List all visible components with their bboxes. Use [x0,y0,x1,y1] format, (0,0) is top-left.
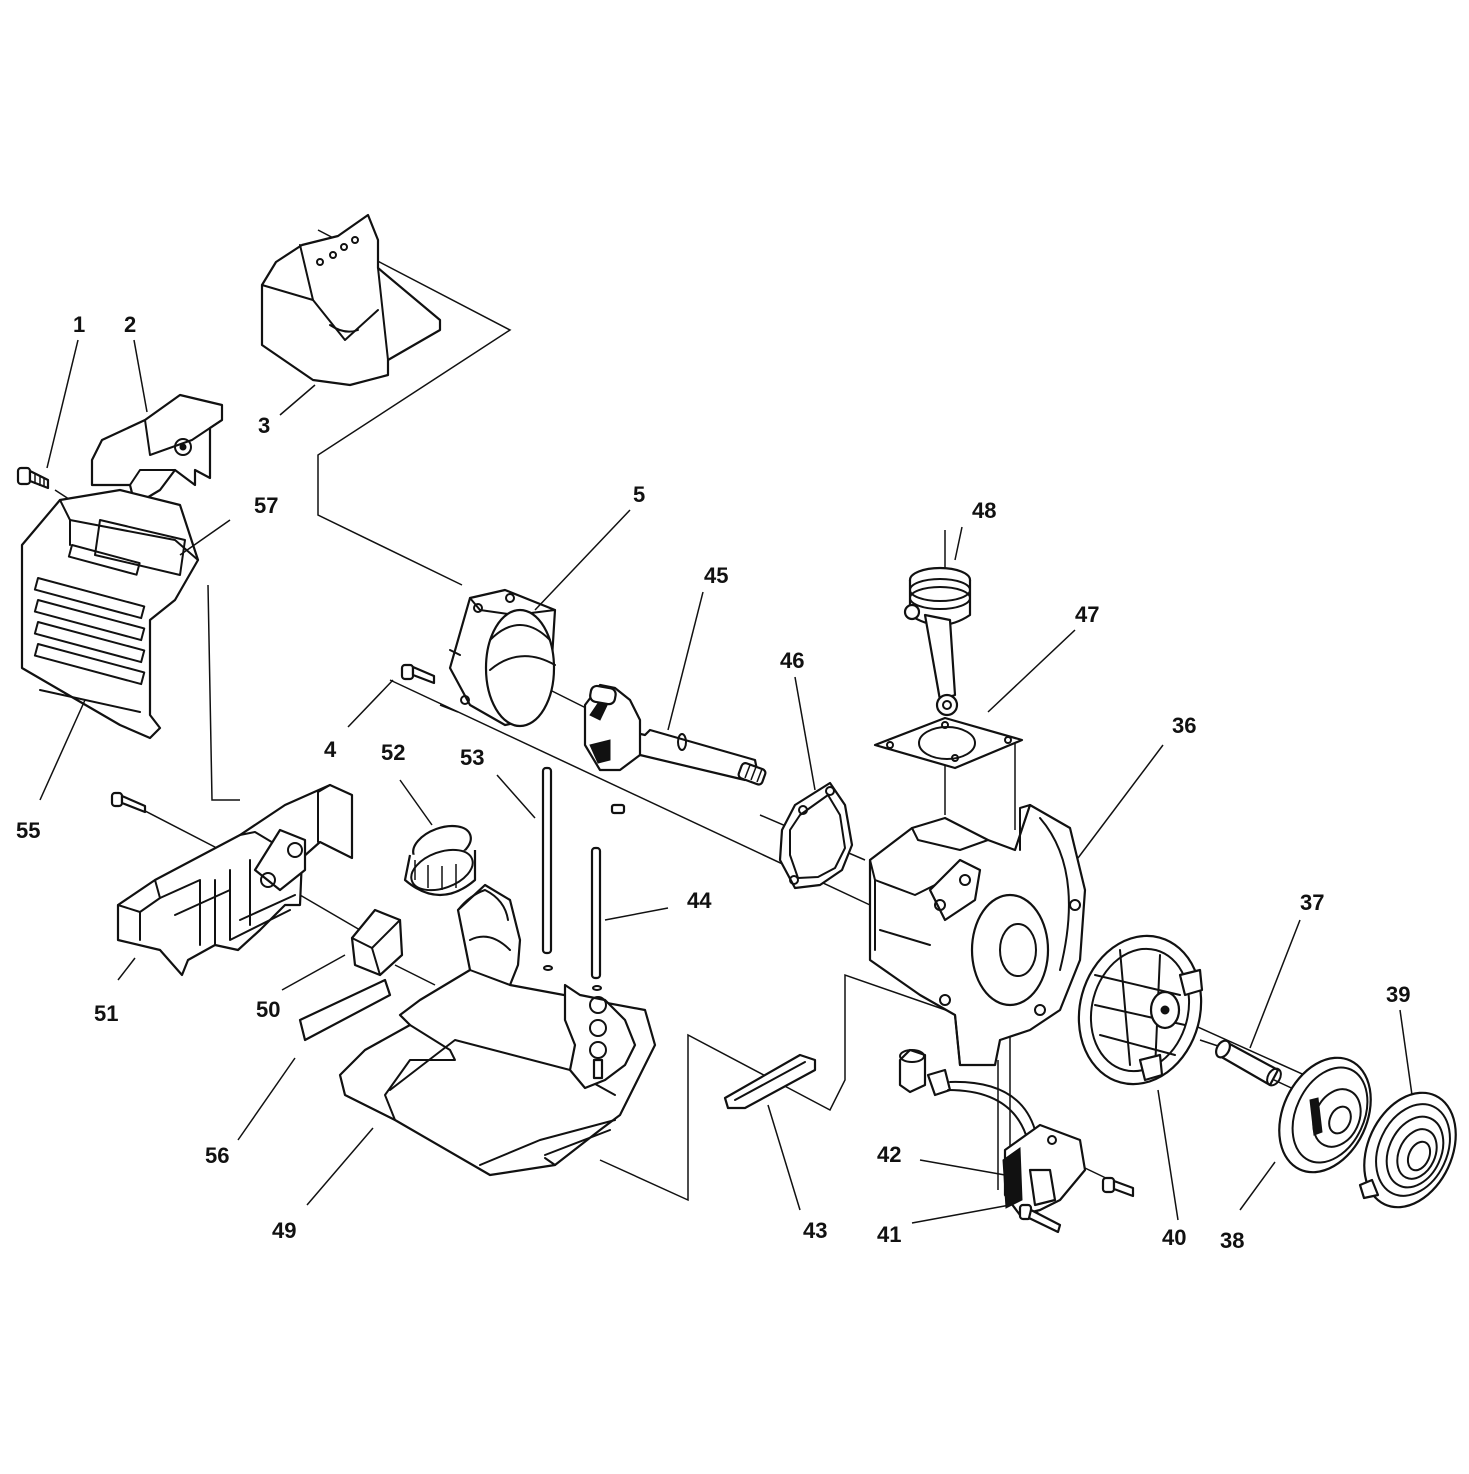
callout-1: 1 [73,312,85,337]
decal-part-57 [94,519,186,576]
callout-5: 5 [633,482,645,507]
front-cover-part-55 [20,488,200,740]
callout-47: 47 [1075,602,1099,627]
cap-part-52 [403,824,477,897]
callout-44: 44 [687,888,712,913]
screw-part-1 [16,466,50,490]
callout-43: 43 [803,1218,827,1243]
piston-part-48 [903,566,972,717]
assembly-guide-lines [54,229,1361,1226]
callout-52: 52 [381,740,405,765]
callout-39: 39 [1386,982,1410,1007]
callout-45: 45 [704,563,728,588]
crankcase-part-36 [868,803,1087,1067]
spacer-part-37 [1215,1039,1282,1087]
callout-56: 56 [205,1143,229,1168]
flywheel-part-40 [1077,934,1204,1086]
base-gasket-part-47 [873,716,1024,770]
callout-55: 55 [16,818,40,843]
callout-50: 50 [256,997,280,1022]
callout-4: 4 [324,737,337,762]
pad-part-43 [723,1053,817,1110]
clip-part-50 [350,908,404,977]
callout-51: 51 [94,1001,118,1026]
callout-57: 57 [254,493,278,518]
rod-part-44 [590,846,602,980]
ignition-module-part-42 [898,1048,1087,1217]
callout-3: 3 [258,413,270,438]
callout-46: 46 [780,648,804,673]
crankshaft-part-45 [583,683,767,815]
callout-49: 49 [272,1218,296,1243]
mount-bracket-part-51 [110,783,354,977]
screw-part-4 [400,663,436,685]
callout-38: 38 [1220,1228,1244,1253]
callout-labels: 1 2 3 4 5 36 37 38 39 40 41 42 43 44 45 … [16,312,1410,1253]
label-part-56 [298,978,392,1042]
top-shroud-plate [260,213,442,387]
callout-53: 53 [460,745,484,770]
screw-part-41 [1018,1176,1135,1234]
gasket-part-46 [778,781,854,890]
bracket-part-2 [90,393,224,507]
callout-37: 37 [1300,890,1324,915]
rod-part-53 [541,766,553,955]
callout-48: 48 [972,498,996,523]
recoil-spring-part-39 [1358,1091,1457,1209]
callout-42: 42 [877,1142,901,1167]
base-plate-part-49 [338,883,657,1177]
pulley-part-38 [1278,1056,1372,1174]
leader-lines [39,339,1413,1224]
callout-36: 36 [1172,713,1196,738]
callout-2: 2 [124,312,136,337]
callout-40: 40 [1162,1225,1186,1250]
housing-part-5 [448,588,557,728]
callout-41: 41 [877,1222,901,1247]
